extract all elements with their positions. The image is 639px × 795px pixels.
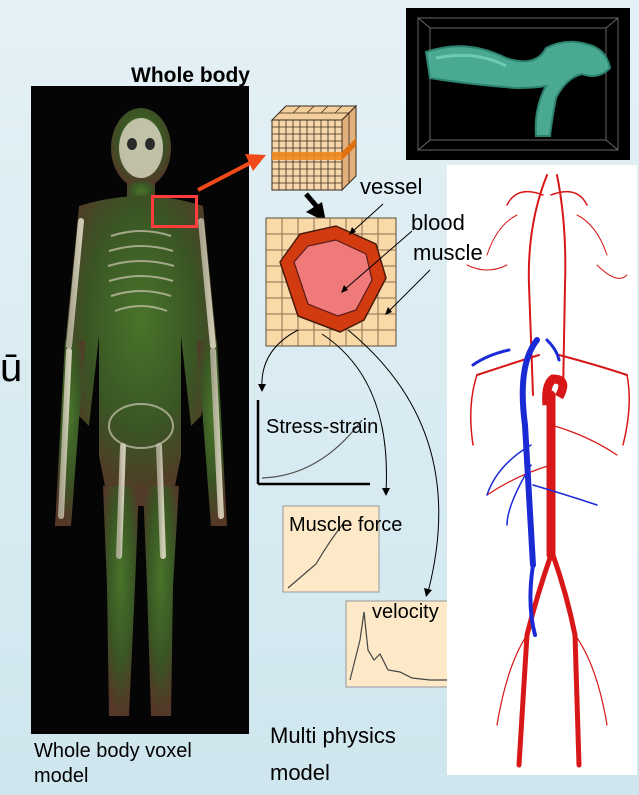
label-stress-strain: Stress-strain — [266, 416, 378, 439]
label-velocity: velocity — [372, 601, 439, 624]
label-muscle: muscle — [413, 240, 483, 266]
partial-left-glyph: ū — [0, 346, 22, 391]
caption-voxel-line1: Whole body voxel — [34, 740, 192, 763]
vessel-3d-inset — [406, 8, 630, 160]
caption-voxel-line2: model — [34, 765, 88, 788]
caption-multi-line2: model — [270, 760, 330, 786]
caption-multi-line1: Multi physics — [270, 723, 396, 749]
label-blood: blood — [411, 210, 465, 236]
voxel-cube — [272, 106, 356, 190]
tissue-grid — [266, 218, 396, 346]
pointer-arrow — [198, 154, 266, 190]
title: Whole body — [131, 64, 250, 88]
stress-strain-plot — [258, 400, 370, 484]
label-muscle-force: Muscle force — [289, 514, 402, 537]
label-vessel: vessel — [360, 174, 422, 200]
